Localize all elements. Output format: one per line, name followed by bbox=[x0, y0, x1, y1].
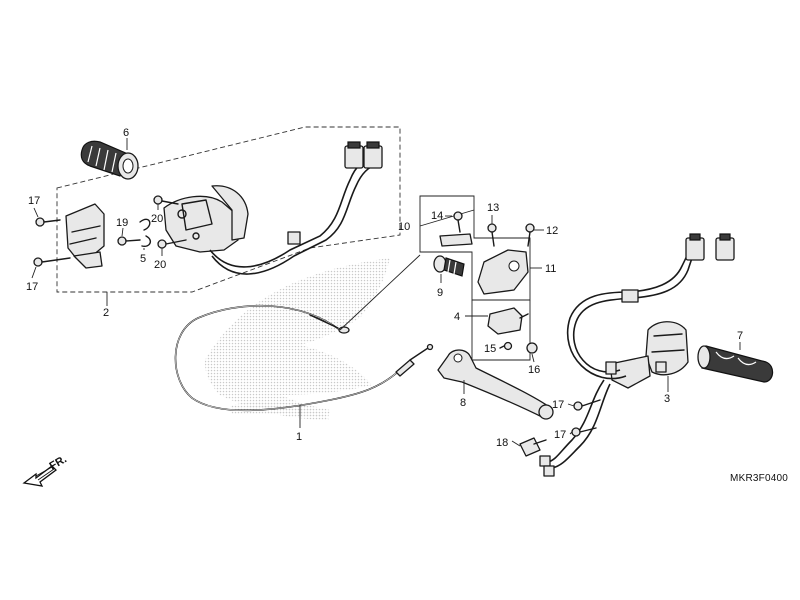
callout-19: 19 bbox=[116, 217, 128, 229]
callout-8: 8 bbox=[460, 397, 466, 409]
callout-3: 3 bbox=[664, 393, 670, 405]
assembly-2-dashed-boundary bbox=[56, 126, 401, 293]
right-grip bbox=[697, 345, 774, 383]
callout-17-a: 17 bbox=[28, 195, 40, 207]
callout-9: 9 bbox=[437, 287, 443, 299]
screw-17-right-upper bbox=[573, 399, 601, 411]
callout-10: 10 bbox=[398, 221, 410, 233]
callout-6: 6 bbox=[123, 127, 129, 139]
clutch-lever-bracket-11 bbox=[477, 249, 529, 295]
bolt-12 bbox=[525, 223, 535, 247]
right-switch-wiring bbox=[539, 233, 735, 477]
callout-20-b: 20 bbox=[154, 259, 166, 271]
callout-17-c: 17 bbox=[552, 399, 564, 411]
callout-16: 16 bbox=[528, 364, 540, 376]
callout-15: 15 bbox=[484, 343, 496, 355]
screw-20-lower bbox=[157, 239, 187, 249]
connector-18 bbox=[519, 437, 547, 457]
clutch-pivot-clamp-10 bbox=[439, 233, 473, 247]
left-switch-housing bbox=[65, 185, 249, 269]
clutch-lever bbox=[437, 349, 554, 420]
callout-4: 4 bbox=[454, 311, 460, 323]
callout-20-a: 20 bbox=[151, 213, 163, 225]
callout-14: 14 bbox=[431, 210, 443, 222]
throttle-cable bbox=[174, 304, 434, 412]
callout-13: 13 bbox=[487, 202, 499, 214]
right-switch-housing bbox=[609, 321, 689, 389]
left-grip bbox=[80, 140, 139, 180]
callout-5: 5 bbox=[140, 253, 146, 265]
front-label: FR. bbox=[48, 453, 69, 472]
callout-18: 18 bbox=[496, 437, 508, 449]
bolt-14 bbox=[453, 211, 463, 233]
spring-clip-5 bbox=[139, 218, 152, 248]
watermark-wing-logo bbox=[204, 258, 390, 420]
screw-19 bbox=[117, 236, 141, 246]
screw-17-right-lower bbox=[571, 427, 597, 437]
callout-1: 1 bbox=[296, 431, 302, 443]
callout-2: 2 bbox=[103, 307, 109, 319]
assembly-11-bracket bbox=[419, 195, 531, 361]
callout-12: 12 bbox=[546, 225, 558, 237]
clutch-switch-4 bbox=[487, 307, 529, 335]
screw-17-lower-left bbox=[33, 257, 71, 267]
nut-16 bbox=[526, 342, 538, 354]
screw-15 bbox=[499, 341, 513, 351]
bolt-13 bbox=[487, 223, 497, 247]
callout-17-d: 17 bbox=[554, 429, 566, 441]
front-arrow-icon bbox=[22, 465, 57, 487]
callout-7: 7 bbox=[737, 330, 743, 342]
callout-numbers: 6 2 17 17 19 5 20 20 1 10 9 14 13 12 11 … bbox=[26, 127, 743, 449]
screw-17-upper-left bbox=[35, 217, 61, 227]
clutch-adjuster-9 bbox=[433, 255, 465, 277]
screw-20-upper bbox=[153, 195, 179, 205]
left-switch-wiring bbox=[209, 141, 383, 275]
front-direction-indicator: FR. bbox=[22, 453, 69, 487]
diagram-code: MKR3F0400 bbox=[730, 473, 788, 484]
callout-17-b: 17 bbox=[26, 281, 38, 293]
callout-11: 11 bbox=[545, 263, 556, 275]
callout-leader-lines bbox=[31, 138, 741, 447]
